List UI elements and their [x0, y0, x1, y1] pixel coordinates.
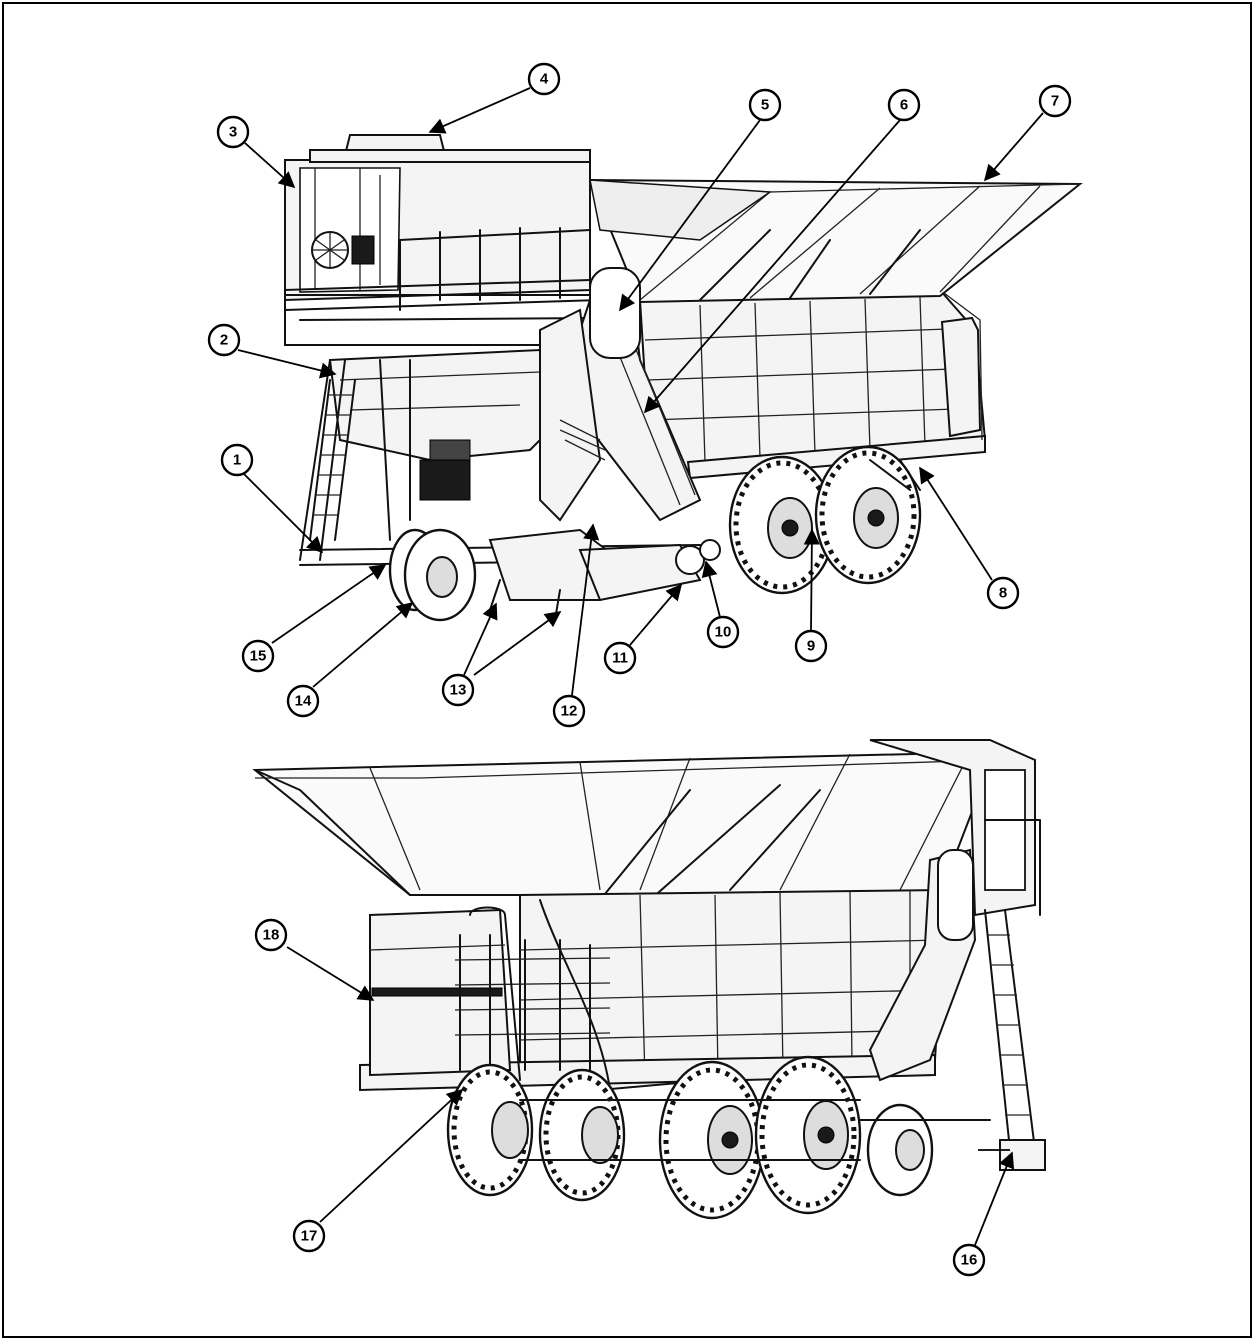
machine-rear-view — [252, 739, 1046, 1220]
callout-18: 18 — [254, 918, 288, 952]
svg-text:16: 16 — [961, 1252, 978, 1269]
svg-text:14: 14 — [295, 693, 312, 710]
callout-3: 3 — [216, 115, 250, 149]
callout-12: 12 — [552, 694, 586, 728]
callout-1: 1 — [220, 443, 254, 477]
svg-text:11: 11 — [612, 650, 628, 667]
roof-panel — [588, 178, 1083, 304]
callout-17: 17 — [292, 1219, 326, 1253]
cab — [284, 134, 606, 346]
rear-cab — [869, 739, 1046, 1171]
callout-7: 7 — [1038, 84, 1072, 118]
svg-text:10: 10 — [715, 624, 732, 641]
elevator — [539, 267, 702, 522]
callout-11: 11 — [603, 641, 637, 675]
svg-text:18: 18 — [263, 927, 280, 944]
svg-text:2: 2 — [220, 332, 228, 349]
front-wheels — [388, 528, 477, 622]
callout-8: 8 — [986, 576, 1020, 610]
rear-tires — [728, 445, 922, 595]
svg-text:3: 3 — [229, 124, 237, 141]
callouts: 1 2 3 4 5 6 7 8 9 10 11 12 13 14 15 16 1… — [207, 62, 1072, 1277]
svg-text:7: 7 — [1051, 93, 1059, 110]
leader-lines — [237, 87, 1044, 1246]
chassis-front — [299, 348, 701, 566]
callout-14: 14 — [286, 684, 320, 718]
tank — [369, 908, 512, 1077]
callout-6: 6 — [887, 88, 921, 122]
svg-text:8: 8 — [999, 585, 1007, 602]
svg-text:1: 1 — [233, 452, 241, 469]
callout-5: 5 — [748, 88, 782, 122]
svg-text:13: 13 — [450, 682, 467, 699]
rear-view-tires — [446, 1055, 991, 1220]
row-units — [488, 528, 721, 621]
callout-4: 4 — [527, 62, 561, 96]
svg-text:4: 4 — [540, 71, 549, 88]
svg-text:6: 6 — [900, 97, 908, 114]
callout-15: 15 — [241, 639, 275, 673]
callout-16: 16 — [952, 1243, 986, 1277]
callout-13: 13 — [441, 673, 475, 707]
svg-text:15: 15 — [250, 648, 267, 665]
svg-text:5: 5 — [761, 97, 769, 114]
callout-9: 9 — [794, 629, 828, 663]
svg-text:12: 12 — [561, 703, 578, 720]
svg-text:9: 9 — [807, 638, 815, 655]
callout-10: 10 — [706, 615, 740, 649]
cage — [454, 906, 611, 1081]
svg-text:17: 17 — [301, 1228, 318, 1245]
rear-elevator — [868, 848, 977, 1082]
basket-body — [638, 288, 987, 480]
machine-front-view — [284, 134, 1083, 622]
callout-2: 2 — [207, 323, 241, 357]
rear-roof-panel — [252, 750, 997, 901]
